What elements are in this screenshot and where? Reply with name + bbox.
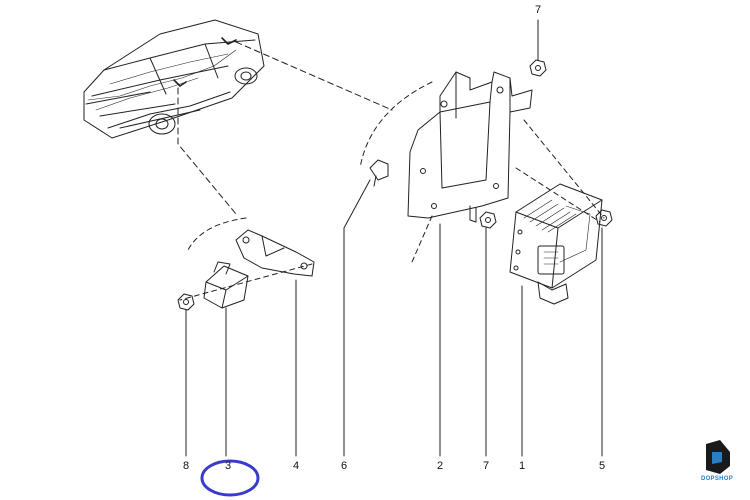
bolt-icon-6: [369, 159, 389, 187]
callout-leaders: [185, 19, 603, 457]
sensor-icon: [203, 229, 315, 309]
callout-6[interactable]: 6: [340, 460, 348, 472]
control-module-icon: [509, 183, 603, 305]
callout-2[interactable]: 2: [436, 460, 444, 472]
nut-icon-7-lower: [479, 211, 497, 229]
nut-icon-5: [595, 209, 613, 227]
callout-1[interactable]: 1: [518, 460, 526, 472]
brand-wordmark: DOPSHOP: [700, 476, 734, 482]
callout-7-top[interactable]: 7: [534, 4, 542, 16]
nut-icon-8: [177, 293, 195, 311]
callout-4[interactable]: 4: [292, 460, 300, 472]
nut-icon-7-top: [529, 59, 547, 77]
callout-7-bottom[interactable]: 7: [482, 460, 490, 472]
module-leader-lines: [179, 119, 605, 301]
brand-logo-icon: [706, 440, 730, 474]
detail-arc-lower: [187, 217, 247, 251]
callout-5[interactable]: 5: [598, 460, 606, 472]
callout-3[interactable]: 3: [224, 460, 232, 472]
vehicle-silhouette-icon: [83, 19, 265, 139]
brand-logo: DOPSHOP: [697, 437, 737, 482]
vehicle-leader-lines: [177, 41, 393, 215]
bracket-icon: [407, 71, 533, 223]
callout-8[interactable]: 8: [182, 460, 190, 472]
highlight-ring: [200, 459, 260, 497]
detail-arc-upper: [359, 81, 433, 169]
